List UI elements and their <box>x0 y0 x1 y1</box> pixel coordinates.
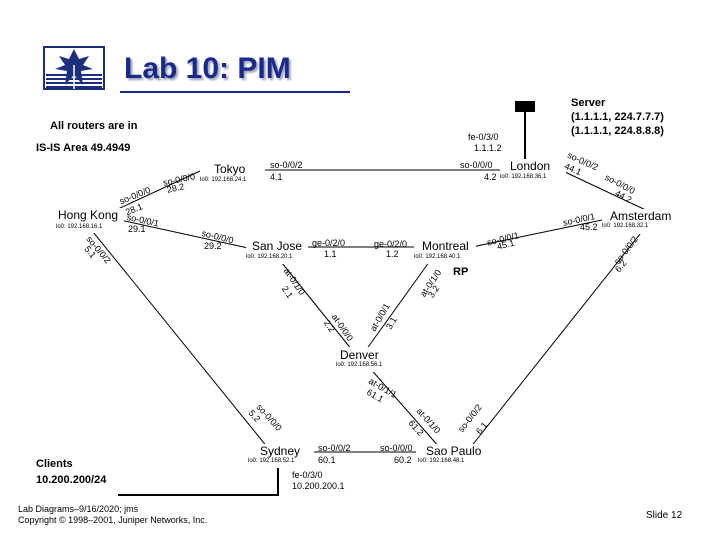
link-sanjose-denver <box>277 257 353 351</box>
sydney-address-label: 10.200.200.1 <box>292 481 345 491</box>
loopback-address: lo0: 192.168.48.1 <box>418 458 465 464</box>
router-montreal[interactable]: Montreal lo0: 192.168.40.1 <box>414 239 476 264</box>
loopback-address: lo0: 192.168.36.1 <box>500 174 547 180</box>
loopback-address: lo0: 192.168.40.1 <box>414 254 461 260</box>
title-underline <box>120 91 350 93</box>
router-name: Sydney <box>260 444 301 458</box>
slide-title: Lab 10: PIM <box>124 52 291 85</box>
router-name: Sao Paulo <box>426 444 482 458</box>
note-line-2: IS-IS Area 49.4949 <box>36 142 131 154</box>
london-42-label: 4.2 <box>484 172 497 182</box>
sydney-fe030-label: fe-0/3/0 <box>292 470 323 480</box>
link-london-amsterdam <box>564 171 651 213</box>
router-name: Hong Kong <box>58 208 119 222</box>
clients-subnet: 10.200.200/24 <box>36 474 107 486</box>
link-amsterdam-saopaulo <box>469 223 649 449</box>
link-hongkong-sanjose <box>119 219 249 249</box>
server-label: Server (1.1.1.1, 224.7.7.7) (1.1.1.1, 22… <box>571 96 664 138</box>
footer-line-1: Lab Diagrams–9/16/2020; jms <box>18 504 139 514</box>
server-address: 1.1.1.2 <box>474 143 502 153</box>
router-name: San Jose <box>252 239 303 253</box>
montreal-12-label: 1.2 <box>386 249 399 259</box>
london-so000-label: so-0/0/0 <box>460 160 493 170</box>
footer-line-2: Copyright © 1998–2001, Juniper Networks,… <box>18 515 208 525</box>
loopback-address: lo0: 192.168.20.1 <box>246 254 293 260</box>
router-amsterdam[interactable]: Amsterdam lo0: 192.168.32.1 <box>602 209 672 234</box>
sanjose-292-label: 29.2 <box>204 241 222 251</box>
sanjose-11-label: 1.1 <box>324 249 337 259</box>
rp-label: RP <box>453 266 469 278</box>
loopback-address: lo0: 192.168.56.1 <box>336 362 383 368</box>
loopback-address: lo0: 192.168.52.1 <box>248 458 295 464</box>
loopback-address: lo0: 192.168.16.1 <box>56 224 103 230</box>
link-sydney-clients <box>118 462 279 496</box>
clients-label: Clients <box>36 458 73 470</box>
server-interface: fe-0/3/0 <box>468 132 499 142</box>
slide-number: Slide 12 <box>646 510 683 521</box>
sanjose-ge020-label: ge-0/2/0 <box>312 238 346 248</box>
saopaulo-602-label: 60.2 <box>394 455 412 465</box>
router-name: Tokyo <box>214 162 246 176</box>
link-montreal-amsterdam <box>471 219 603 248</box>
sydney-so002-label: so-0/0/2 <box>318 443 351 453</box>
link-hongkong-tokyo <box>117 170 201 210</box>
sydney-601-label: 60.1 <box>318 455 336 465</box>
note-line-1: All routers are in <box>50 120 138 132</box>
tokyo-so002-label: so-0/0/2 <box>270 160 303 170</box>
loopback-address: lo0: 192.168.24.1 <box>200 177 247 183</box>
router-name: London <box>510 159 551 173</box>
juniper-logo <box>43 45 105 91</box>
tokyo-41-label: 4.1 <box>270 172 283 182</box>
server-icon <box>515 101 535 112</box>
link-denver-saopaulo <box>367 365 441 449</box>
amsterdam-452-label: 45.2 <box>580 222 598 232</box>
router-name: Amsterdam <box>610 209 672 223</box>
router-name: Montreal <box>422 239 469 253</box>
router-name: Denver <box>340 348 379 362</box>
router-sydney[interactable]: Sydney lo0: 192.168.52.1 <box>248 444 314 468</box>
montreal-ge020-label: ge-0/2/0 <box>374 239 408 249</box>
server-label-line-3: (1.1.1.1, 224.8.8.8) <box>571 125 664 137</box>
saopaulo-so000-label: so-0/0/0 <box>380 443 413 453</box>
router-sanjose[interactable]: San Jose lo0: 192.168.20.1 <box>246 239 308 264</box>
link-montreal-denver <box>365 257 433 351</box>
hongkong-291-label: 29.1 <box>128 224 146 234</box>
router-london[interactable]: London lo0: 192.168.36.1 <box>500 159 566 183</box>
router-saopaulo[interactable]: Sao Paulo lo0: 192.168.48.1 <box>416 444 484 468</box>
router-tokyo[interactable]: Tokyo lo0: 192.168.24.1 <box>200 162 264 186</box>
server-label-line-1: Server <box>571 97 606 109</box>
router-denver[interactable]: Denver lo0: 192.168.56.1 <box>326 347 390 372</box>
loopback-address: lo0: 192.168.32.1 <box>602 223 649 229</box>
server-label-line-2: (1.1.1.1, 224.7.7.7) <box>571 111 664 123</box>
router-hongkong[interactable]: Hong Kong lo0: 192.168.16.1 <box>56 208 124 233</box>
link-hongkong-sydney <box>84 221 269 449</box>
